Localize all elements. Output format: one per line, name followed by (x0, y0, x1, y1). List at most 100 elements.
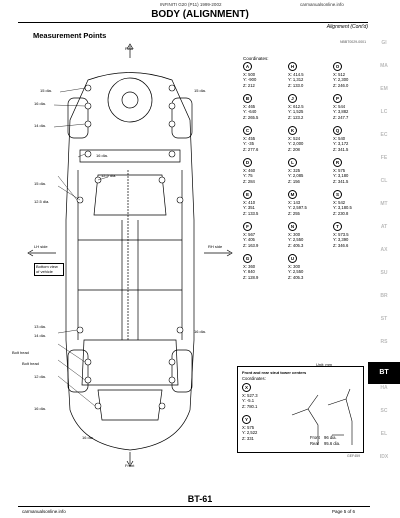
coord-z: Z: 277.6 (243, 146, 259, 152)
coord-x: X: 573.5 (333, 232, 349, 237)
coord-x: X: 524 (288, 136, 301, 141)
unit-label: Unit: mm (316, 362, 332, 367)
hole-label: 12 dia. (34, 374, 47, 379)
point-badge: B (243, 94, 252, 103)
tab-em[interactable]: EM (380, 86, 388, 92)
lh-side-label: LH side (34, 244, 48, 249)
coord-y: Y: -640 (243, 109, 257, 115)
coord-y: Y: 3,172 (333, 141, 349, 147)
point-badge: U (288, 254, 297, 263)
coord-x: X: 527.3 (242, 393, 258, 398)
coord-z: Z: 405.3 (288, 242, 304, 248)
coord-z: Z: 128.9 (243, 274, 259, 280)
tab-rs[interactable]: RS (380, 339, 388, 345)
rear-dia-value: 95.6 dia. (324, 441, 341, 446)
hole-label: 12.5 dia. (34, 199, 50, 204)
tab-el[interactable]: EL (380, 431, 388, 437)
tab-st[interactable]: ST (380, 316, 388, 322)
page-title: BODY (ALIGNMENT) (151, 9, 249, 20)
point-badge: T (333, 222, 342, 231)
coord-x: X: 540 (333, 136, 346, 141)
tab-ax[interactable]: AX (380, 247, 388, 253)
coord-z: Z: 255 (288, 210, 300, 216)
coord-z: Z: 284 (243, 178, 255, 184)
coord-y: Y: 3,180 (333, 173, 349, 179)
coord-x: X: 575 (333, 168, 346, 173)
coord-z: Z: 341.5 (333, 178, 349, 184)
coord-z: Z: 780.1 (242, 403, 258, 409)
tab-fe[interactable]: FE (380, 155, 388, 161)
coord-y: Y: -35 (243, 141, 254, 147)
hole-label: 16 dia. (194, 329, 207, 334)
tab-cl[interactable]: CL (380, 178, 388, 184)
hole-label: 15 dia. (194, 88, 207, 93)
coord-x: X: 512 (333, 72, 346, 77)
coord-y: Y: 1,525 (288, 109, 304, 115)
tab-ha[interactable]: HA (380, 385, 388, 391)
page-subtitle: Alignment (Cont'd) (326, 24, 368, 30)
hole-label: 16 dia. (34, 101, 47, 106)
front-dia-value: 96 dia. (324, 435, 337, 440)
coord-x: X: 500 (243, 72, 256, 77)
strut-tower-box: Front and rear strut tower centers Coord… (237, 366, 364, 453)
tab-ma[interactable]: MA (380, 63, 388, 69)
tab-ec[interactable]: EC (380, 132, 388, 138)
bolt-head-label-2: Bolt head (22, 361, 39, 366)
point-badge: D (243, 158, 252, 167)
point-badge: X (242, 383, 251, 392)
coord-x: X: 567 (243, 232, 256, 237)
tab-sc[interactable]: SC (380, 408, 388, 414)
hole-label: 16 dia. (34, 406, 47, 411)
coord-z: Z: 208 (288, 146, 300, 152)
coord-y: Y: 3,390 (333, 237, 349, 243)
tab-at[interactable]: AT (380, 224, 388, 230)
tab-lc[interactable]: LC (380, 109, 388, 115)
coord-x: X: 410 (243, 200, 256, 205)
front-dia-label: Front (310, 435, 320, 440)
tab-su[interactable]: SU (380, 270, 388, 276)
tab-mt[interactable]: MT (380, 201, 388, 207)
strut-box-title: Front and rear strut tower centers (242, 370, 307, 375)
hole-label: 16 dia. (82, 435, 95, 440)
point-badge: F (243, 222, 252, 231)
coord-z: Z: 341.5 (333, 146, 349, 152)
tab-br[interactable]: BR (380, 293, 388, 299)
coord-x: X: 575 (242, 425, 255, 430)
coord-y: Y: 1,312 (288, 77, 304, 83)
point-badge: C (243, 126, 252, 135)
point-badge: N (288, 222, 297, 231)
point-badge: S (333, 190, 342, 199)
coord-z: Z: 230.8 (333, 210, 349, 216)
front-label: Front (125, 463, 135, 468)
coord-y: Y: 3,882 (333, 109, 349, 115)
rear-label: Rear (125, 46, 134, 51)
point-badge: M (288, 190, 297, 199)
strut-point-x: X X: 527.3 Y: -5.1 Z: 780.1 (242, 383, 258, 409)
coord-z: Z: 133.5 (243, 210, 259, 216)
coord-x: X: 460 (243, 168, 256, 173)
tab-gi[interactable]: GI (381, 40, 387, 46)
section-code: NBBT0029-0001 (340, 40, 367, 44)
coord-z: Z: 163.9 (243, 242, 259, 248)
coord-y: Y: -5.1 (242, 398, 255, 404)
coordinates-title: Coordinates: (243, 56, 269, 61)
tab-idx[interactable]: IDX (379, 454, 389, 460)
point-badge: K (288, 126, 297, 135)
strut-point-y: Y X: 575 Y: 2,522 Z: 331 (242, 415, 257, 441)
header-model: INFINITI G20 (P11) 1999-2002 (160, 2, 222, 7)
coord-y: Y: 2,522 (242, 430, 258, 436)
point-badge: J (288, 94, 297, 103)
tab-bt[interactable]: BT (368, 362, 400, 384)
coord-x: X: 325 (288, 168, 301, 173)
